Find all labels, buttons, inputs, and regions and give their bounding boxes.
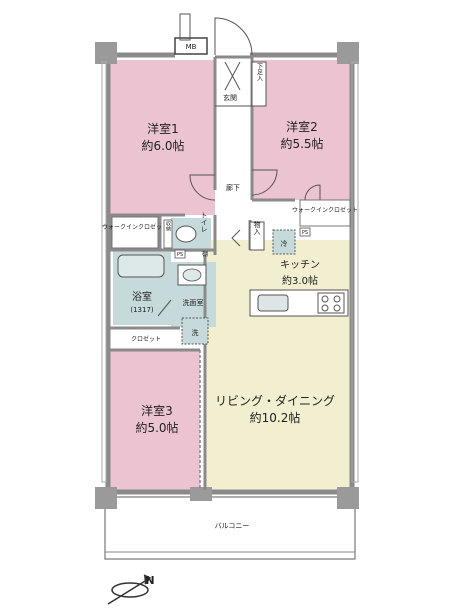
entrance-label: 玄関	[223, 93, 237, 102]
kitchen-size: 約3.0帖	[282, 274, 318, 287]
bedroom2-door[interactable]	[251, 169, 278, 196]
kitchen-sink	[257, 294, 289, 312]
wic1-label: ウォークインクロゼット	[102, 223, 168, 231]
washer-label: 洗	[192, 328, 199, 337]
bathtub	[117, 254, 165, 278]
walk-in-closet-2	[299, 199, 351, 227]
north-label: N	[145, 574, 154, 587]
bedroom1-area	[110, 60, 215, 215]
living-dining-area	[205, 240, 350, 490]
bedroom2-area	[252, 60, 350, 200]
bedroom3-area	[110, 350, 200, 490]
toilet-fixture	[175, 225, 197, 243]
ps2-label: PS	[302, 230, 308, 236]
bedroom1-name: 洋室1	[147, 121, 179, 136]
wall-columns	[95, 42, 359, 509]
bedroom3-name: 洋室3	[141, 403, 173, 418]
fridge-space	[272, 229, 296, 255]
shoe-cabinet	[251, 61, 267, 107]
living-size: 約10.2帖	[250, 410, 301, 425]
bedroom1-size: 約6.0帖	[141, 138, 184, 153]
north-arrow-icon	[107, 574, 152, 605]
walk-in-closet-1	[111, 216, 159, 249]
bedroom3-size: 約5.0帖	[135, 420, 178, 435]
toilet-label: トイレ	[200, 212, 208, 233]
washer-space	[181, 317, 209, 345]
stove	[317, 292, 345, 314]
bath-name: 浴室	[132, 290, 152, 303]
ps1-label: PS	[177, 252, 183, 258]
washroom-name: 洗面室	[183, 298, 204, 307]
fridge-label: 冷	[281, 239, 288, 248]
bath-size: (1317)	[130, 306, 154, 314]
kitchen-name: キッチン	[280, 259, 320, 271]
balcony-area	[104, 496, 356, 560]
balcony-label: バルコニー	[215, 522, 250, 530]
wic2-label: ウォークインクロゼット	[292, 206, 358, 214]
mb-box	[174, 37, 208, 55]
bedroom2-name: 洋室2	[286, 119, 318, 134]
shoe-box-label: 下足入	[256, 63, 263, 81]
entrance-door[interactable]	[214, 17, 253, 56]
hallway-label: 廊下	[226, 183, 240, 192]
closet-area	[110, 328, 175, 350]
storage-closet	[249, 221, 265, 251]
closet-label: クロゼット	[131, 335, 161, 343]
bedroom1-door[interactable]	[189, 174, 216, 201]
bedroom2-size: 約5.5帖	[280, 136, 323, 151]
shelf-label: 棚	[202, 250, 208, 258]
mb-label: MB	[186, 43, 197, 51]
toilet-storage-label: 収納	[165, 220, 171, 232]
storage-label: 物入	[253, 220, 261, 235]
living-name: リビング・ダイニング	[215, 393, 335, 408]
